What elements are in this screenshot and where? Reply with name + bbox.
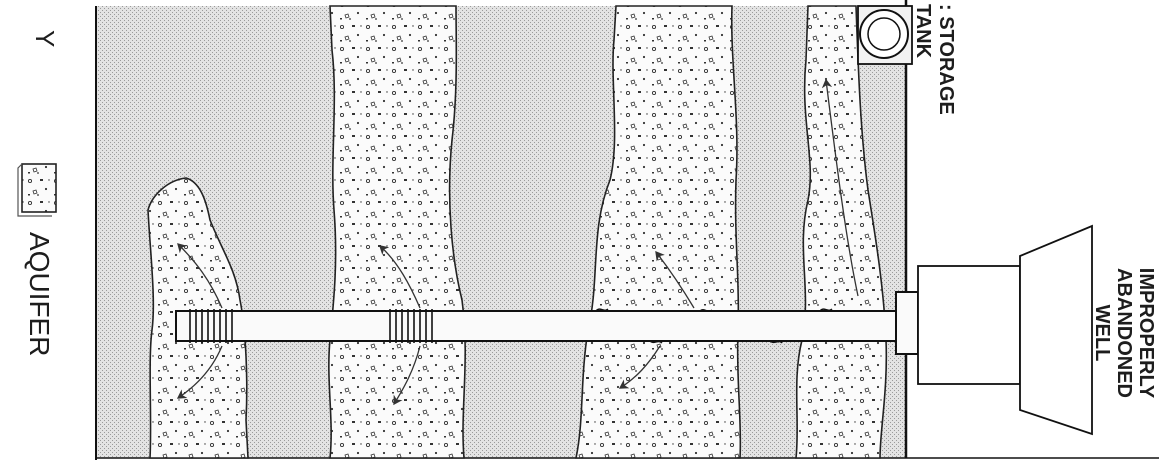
legend-aquifer-label: AQUIFER — [24, 232, 55, 356]
well-house-base — [918, 266, 1020, 384]
well-label-line3: WELL — [1091, 305, 1113, 362]
aquifer-band-2 — [329, 6, 465, 458]
corner-fragment-text: Y — [30, 30, 60, 47]
legend-aquifer-swatch — [22, 164, 56, 212]
storage-tank-label: : STORAGE TANK — [912, 4, 957, 115]
storage-tank-inner — [868, 18, 900, 50]
well-label: IMPROPERLY ABANDONED WELL — [1091, 268, 1157, 399]
well-head-cap — [896, 292, 918, 354]
well-head-structure — [918, 226, 1092, 434]
legend: AQUIFER — [18, 164, 56, 356]
storage-tank-label-line2: TANK — [912, 4, 934, 59]
storage-tank — [858, 6, 912, 64]
well-label-line2: ABANDONED — [1113, 268, 1135, 398]
well-label-line1: IMPROPERLY — [1135, 268, 1157, 399]
storage-tank-label-line1: : STORAGE — [935, 4, 957, 115]
well-house-roof — [1020, 226, 1092, 434]
well-casing — [176, 311, 900, 341]
